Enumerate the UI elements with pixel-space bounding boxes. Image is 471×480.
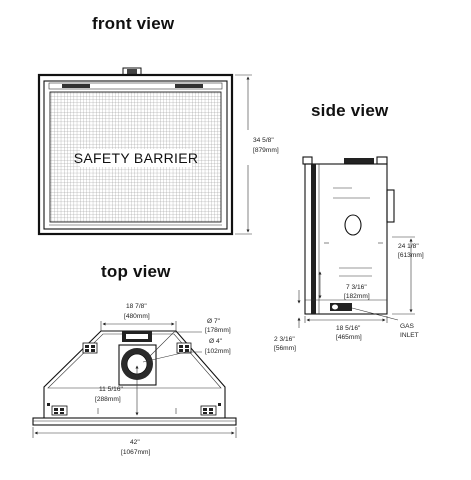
top-view-title: top view [101,262,171,281]
vent-inner-leader [142,351,202,363]
front-view: SAFETY BARRIER 34 5/8" [879mm] [37,67,279,236]
vent-inner-mm: [102mm] [205,348,231,355]
side-inlet-height-in: 7 3/16" [346,284,367,291]
gas-inlet-leader [351,307,399,321]
top-bracket-bottom-right [200,405,217,416]
top-vent-collar-slot [126,334,148,339]
safety-barrier-label-bg [80,149,192,167]
side-height-in: 24 1/8" [398,243,419,250]
front-louver-slot-left [62,84,90,88]
side-vent-hole [344,214,362,236]
side-height-mm: [613mm] [398,252,424,259]
front-height-mm: [879mm] [253,147,279,154]
vent-outer-mm: [178mm] [205,327,231,334]
side-top-fitting-right [376,156,388,165]
side-top-vent [344,158,374,164]
gas-inlet-fitting [330,303,352,311]
vent-outer-in: Ø 7" [207,318,221,325]
front-outer-frame [37,73,234,236]
gas-inlet-port [332,304,338,310]
front-top-vent-fill [127,69,137,74]
vent-offset-in: 11 5/16" [99,386,124,393]
top-bracket-left [82,342,98,354]
side-inlet-height-mm: [182mm] [344,293,370,300]
top-mark-right [218,403,221,406]
side-rear-box [386,189,395,223]
vent-offset-mm: [288mm] [95,396,121,403]
front-view-title: front view [92,14,175,33]
side-inlet-offset-in: 2 3/16" [274,336,295,343]
vent-inner-in: Ø 4" [209,338,223,345]
top-bracket-right [176,342,192,354]
top-width-mm: [480mm] [124,313,150,320]
front-height-in: 34 5/8" [253,137,274,144]
front-louver [48,82,223,90]
side-view-title: side view [311,101,389,120]
side-view: 24 1/8" [613mm] 7 3/16" [182mm] 18 5/16"… [274,156,424,352]
side-body [304,163,388,315]
gas-inlet-label-1: GAS [400,323,415,330]
vent-outer-leader [149,331,202,357]
top-view: 18 7/8" [480mm] [32,303,237,456]
side-inlet-offset-mm: [56mm] [274,345,296,352]
side-top-fitting-left [302,156,313,165]
gas-inlet-label-2: INLET [400,332,419,339]
side-depth-in: 18 5/16" [336,325,361,332]
top-front-band [32,417,237,426]
overall-width-mm: [1067mm] [121,449,150,456]
safety-barrier-label: SAFETY BARRIER [74,150,199,166]
front-louver-slot-right [175,84,203,88]
front-inner-frame [43,80,228,230]
overall-width-in: 42" [130,439,140,446]
top-width-in: 18 7/8" [126,303,147,310]
top-bracket-bottom-left [51,405,68,416]
side-depth-mm: [465mm] [336,334,362,341]
top-mark-left [47,403,50,406]
side-front-panel [311,164,316,314]
